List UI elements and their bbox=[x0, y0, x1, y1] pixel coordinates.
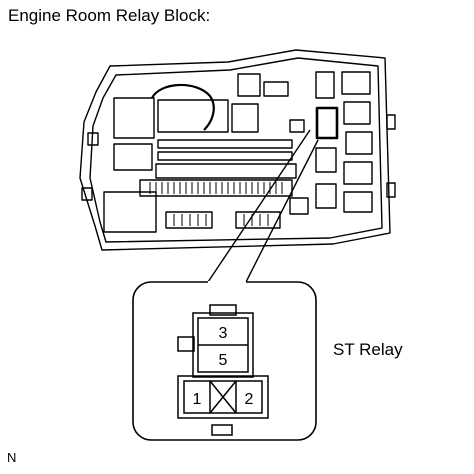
connector-bottom-lug bbox=[211, 424, 233, 436]
right-mount-tab-lower bbox=[386, 182, 396, 198]
callout-leader bbox=[207, 129, 319, 283]
right-mount-tab-upper bbox=[386, 114, 396, 130]
right-relay-f bbox=[315, 183, 337, 209]
relay-block-inner-outline bbox=[89, 57, 383, 243]
upper-connector bbox=[157, 99, 229, 133]
right-relay-e bbox=[343, 161, 373, 185]
diagram-title: Engine Room Relay Block: bbox=[8, 6, 211, 25]
connector-top-lug bbox=[209, 304, 237, 316]
connector-side-tab bbox=[177, 336, 195, 352]
relay-label: ST Relay bbox=[333, 340, 403, 359]
small-box-right-center bbox=[289, 119, 305, 133]
pin-3: 3 bbox=[219, 325, 228, 342]
lower-fuse-row bbox=[165, 211, 213, 229]
center-bar-lower bbox=[157, 151, 293, 161]
unused-terminal-cross-b bbox=[209, 380, 237, 414]
right-relay-g bbox=[343, 191, 373, 213]
left-mount-tab-lower bbox=[81, 187, 93, 201]
right-relay-d bbox=[315, 147, 337, 173]
left-fuse-cluster bbox=[113, 143, 153, 171]
center-block bbox=[155, 163, 297, 179]
upper-fuse-b bbox=[263, 81, 289, 97]
small-box-right-lower bbox=[289, 197, 309, 215]
lower-left-module bbox=[103, 191, 157, 233]
connector-lower-inner bbox=[183, 380, 263, 414]
right-relay-top-a bbox=[315, 71, 335, 99]
right-relay-mid bbox=[343, 101, 371, 125]
lower-fuse-row-right bbox=[235, 211, 281, 229]
st-relay-highlight bbox=[315, 106, 339, 140]
pin-5: 5 bbox=[219, 352, 228, 369]
fuse-row-frame bbox=[139, 179, 293, 197]
figure-code: N bbox=[7, 450, 17, 465]
left-mount-tab-upper bbox=[87, 132, 99, 146]
right-relay-c bbox=[345, 131, 373, 155]
wire-harness bbox=[151, 83, 215, 131]
right-relay-top-b bbox=[341, 71, 371, 95]
connector-lower-outer bbox=[177, 375, 269, 419]
relay-connector bbox=[177, 304, 269, 436]
center-bar-upper bbox=[157, 139, 293, 149]
upper-connector-right bbox=[231, 103, 259, 133]
pin-1: 1 bbox=[193, 391, 202, 408]
connector-body-outer bbox=[192, 312, 254, 378]
pin-2: 2 bbox=[245, 391, 254, 408]
upper-left-module bbox=[113, 97, 155, 139]
upper-fuse-a bbox=[237, 73, 261, 97]
fuse-row bbox=[149, 182, 283, 194]
relay-block-housing bbox=[79, 49, 391, 251]
